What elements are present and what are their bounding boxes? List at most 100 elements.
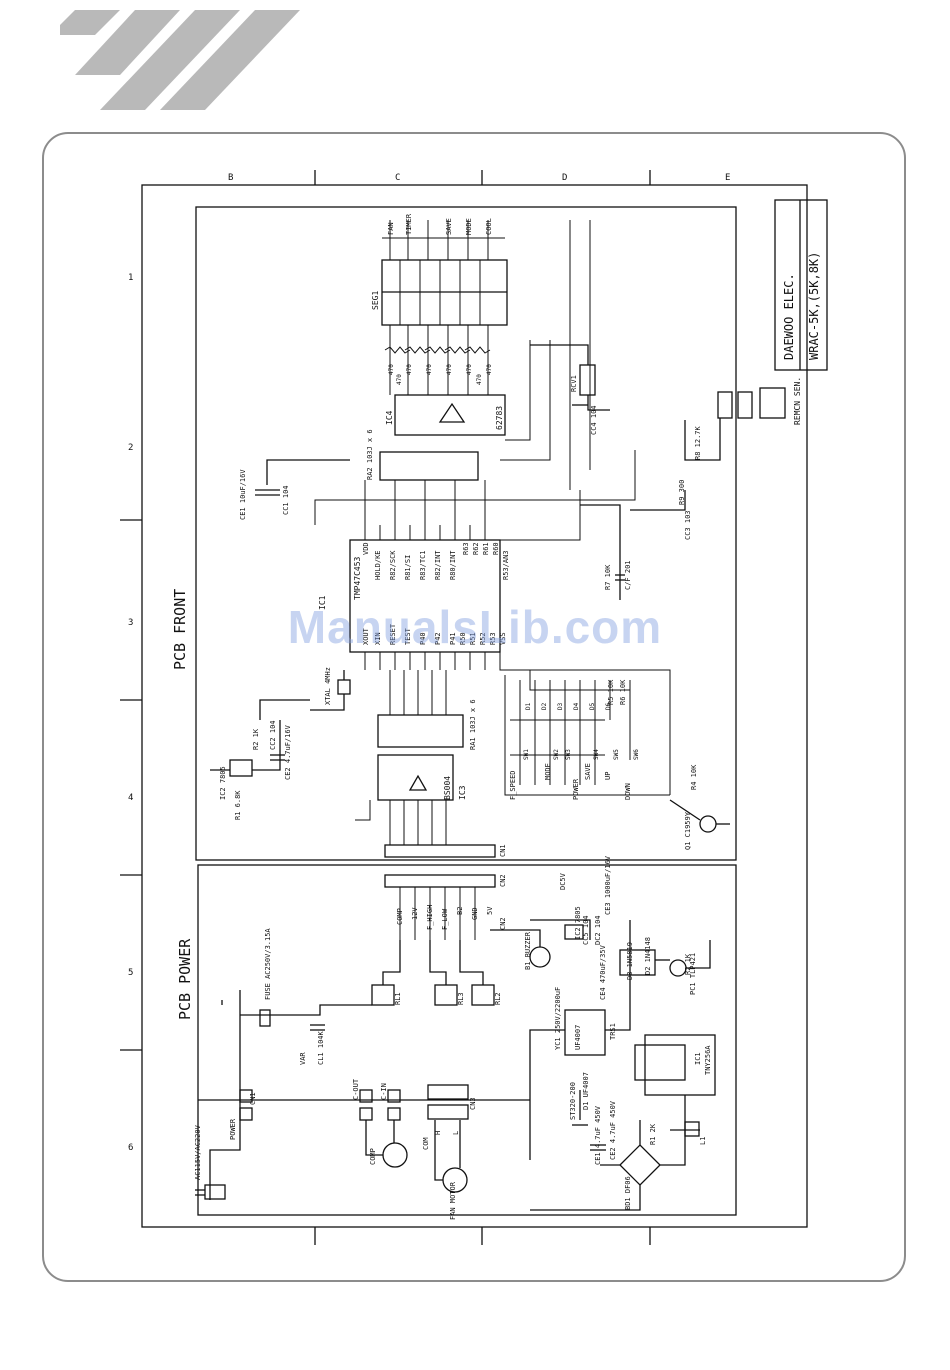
sw-tag-3: SW3 — [565, 749, 572, 760]
relay-rl1-label: RL1 — [394, 992, 402, 1005]
part-ce4: CE4 470uF/35V — [599, 944, 607, 1000]
diode-d6: D6 — [605, 702, 612, 710]
fuse-label: FUSE AC250V/3.15A — [264, 928, 272, 1000]
ic1-pin-sck: R82/SCK — [389, 550, 397, 580]
relay-rl1 — [371, 984, 395, 1006]
led-cool: COOL — [485, 218, 493, 235]
rcv1 — [579, 364, 596, 396]
power-label: POWER — [229, 1118, 237, 1140]
res-r8: R8 12.7K — [694, 425, 702, 460]
header-stripes-graphic — [60, 10, 300, 110]
ic1-pin-r50: R50 — [459, 632, 467, 645]
part-st320: ST320-200 — [569, 1082, 577, 1120]
bd1-label: BD1 DF06 — [624, 1176, 632, 1210]
dc5v-label: DC5V — [559, 872, 567, 890]
cap-ce2: CE2 4.7uF/16V — [284, 724, 292, 780]
misc-ra1: RA1 103J x 6 — [469, 699, 477, 750]
ic1-pin-test: TEST — [404, 627, 412, 645]
ic1-pin-p40: P40 — [419, 632, 427, 645]
part-l1: L1 — [699, 1137, 707, 1145]
ic1-pin-xin: XIN — [374, 632, 382, 645]
led-timer: TIMER — [405, 213, 413, 235]
res-r6: R6 10K — [619, 679, 627, 705]
cn2-label: CN2 — [499, 917, 507, 930]
power-cn-2 — [239, 1107, 253, 1121]
company-label: DAEWOO ELEC. — [782, 273, 796, 360]
rn-7: 470 — [396, 374, 403, 385]
wire-flow: F_LOW — [441, 908, 449, 930]
ra1-network — [377, 714, 464, 748]
zone-mark-left-3: 3 — [128, 618, 133, 628]
rn-5: 470 — [466, 364, 473, 375]
ic3-label: IC3 — [458, 785, 467, 800]
speed-h-label: H — [434, 1131, 442, 1135]
relay-rl3 — [434, 984, 458, 1006]
remocon-label: REMCN SEN. — [793, 377, 802, 425]
relay-rl2 — [471, 984, 495, 1006]
cl1-label: CL1 104K — [317, 1030, 325, 1065]
part-r1: R1 2K — [649, 1123, 657, 1145]
misc-xtal: XTAL 4MHz — [324, 667, 332, 705]
rn-2: 470 — [406, 364, 413, 375]
sw-tag-1: SW1 — [523, 749, 530, 760]
trs1-label: TRS1 — [609, 1023, 617, 1040]
ic4-chip — [394, 394, 506, 436]
relay-rl3-label: RL3 — [457, 992, 465, 1005]
ic1-pin-p41: P41 — [449, 632, 457, 645]
ic1-pin-reset: RESET — [389, 623, 397, 645]
ic1-pin-an3: R53/AN3 — [502, 550, 510, 580]
wire-fhigh: F_HIGH — [426, 905, 434, 930]
buzzer — [529, 946, 551, 968]
part-ce2: CE2 4.7uF 450V — [609, 1100, 617, 1160]
tny-ic-label: IC1 — [694, 1052, 702, 1065]
ic3-part: BS004 — [443, 776, 452, 800]
pcb-front-box — [195, 206, 737, 861]
fuse — [259, 1009, 271, 1027]
c-out-label: C-OUT — [352, 1078, 360, 1100]
diode-d4: D4 — [573, 702, 580, 710]
part-d1: D1 UF4007 — [582, 1072, 590, 1110]
res-r9: R9 300 — [678, 480, 686, 505]
sw-tag-6: SW6 — [633, 749, 640, 760]
zone-mark-left-4: 4 — [128, 793, 133, 803]
ic4-part: 62783 — [495, 406, 504, 430]
sw-mode: MODE — [544, 763, 552, 780]
seg1-label: SEG1 — [371, 291, 380, 310]
sw-tag-2: SW2 — [553, 749, 560, 760]
drawing-border — [141, 184, 808, 1228]
res-r1: R1 6.8K — [234, 790, 242, 820]
wire-12v: 12V — [411, 907, 419, 920]
sw-save: SAVE — [584, 763, 592, 780]
xtal — [337, 679, 351, 695]
led-fan: FAN — [387, 222, 395, 235]
sw-tag-4: SW4 — [593, 749, 600, 760]
zone-mark-top-b: B — [228, 173, 233, 183]
res-r7: R7 10K — [604, 564, 612, 590]
ic1-pin-r63: R63 — [462, 542, 470, 555]
cn3-label: CN3 — [469, 1097, 477, 1110]
diode-d2: D2 — [541, 702, 548, 710]
ic1-pin-p42: P42 — [434, 632, 442, 645]
ic1-pin-hold: HOLD/KE — [374, 550, 382, 580]
rn-4: 470 — [446, 364, 453, 375]
ic1-part: TMP47C453 — [353, 556, 362, 600]
comp-motor — [382, 1142, 408, 1168]
misc-rcv1: RCV1 — [570, 375, 578, 392]
schematic-diagram: 1 2 3 4 5 6 B C D E DAEWOO ELEC. WRAC-5K… — [120, 170, 828, 1245]
sw-power: POWER — [572, 778, 580, 800]
ic4-label: IC4 — [385, 410, 394, 425]
model-label: WRAC-5K,(5K,8K) — [807, 252, 821, 360]
speed-l-label: L — [452, 1131, 460, 1135]
power-cn-1 — [239, 1089, 253, 1103]
ic1-label: IC1 — [318, 595, 327, 610]
zone-mark-top-d: D — [562, 173, 567, 183]
cap-cc2: CC2 104 — [269, 720, 277, 750]
zone-mark-left-1: 1 — [128, 273, 133, 283]
c-in-label: C-IN — [380, 1083, 388, 1100]
ic1-pin-r61: R61 — [482, 542, 490, 555]
ic1-pin-r52: R52 — [479, 632, 487, 645]
rn-3: 470 — [426, 364, 433, 375]
part-d3: D3 1N5819 — [626, 942, 634, 980]
diode-d5: D5 — [589, 702, 596, 710]
part-ce3: CE3 1000uF/16V — [604, 855, 612, 915]
